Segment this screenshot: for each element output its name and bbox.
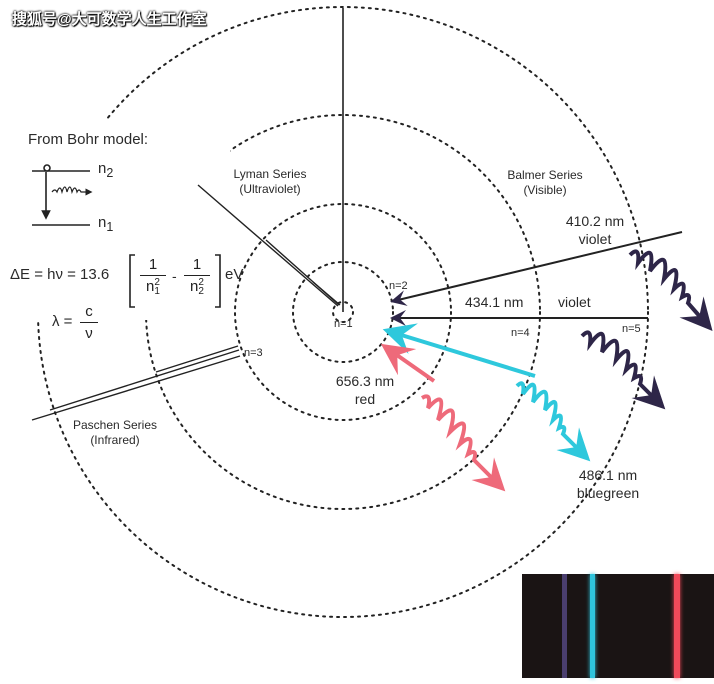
orbit-n1 <box>332 301 354 323</box>
spectrum-line-violet <box>562 574 567 678</box>
level-n4-label: n=4 <box>511 327 530 339</box>
level-n2-label: n=2 <box>389 280 408 292</box>
orbit-n3 <box>234 203 452 421</box>
photon-wave-656nm <box>420 394 506 492</box>
bohr-level-diagram <box>32 164 93 226</box>
right-bracket <box>215 254 221 308</box>
lambda-left: λ = <box>52 313 73 330</box>
hydrogen-emission-spectrum <box>522 574 714 678</box>
level-n1-label: n=1 <box>334 318 353 330</box>
photon-wave-486nm <box>515 381 591 462</box>
upper-level-label: n2 <box>98 160 114 180</box>
level-n5-label: n=5 <box>622 323 641 335</box>
spectrum-line-cyan <box>590 574 595 678</box>
watermark: 搜狐号@大可数学人生工作室 <box>12 11 207 28</box>
photon-wave-410nm <box>628 249 713 332</box>
formula-backdrop <box>15 120 230 320</box>
lyman-transition-lines <box>197 184 341 307</box>
level-n3-label: n=3 <box>244 347 263 359</box>
paschen-transition-lines <box>31 345 241 421</box>
minus-sign: - <box>172 268 177 284</box>
balmer-series-label: Balmer Series(Visible) <box>507 168 583 197</box>
unit-ev: eV <box>225 266 244 283</box>
bohr-heading: From Bohr model: <box>28 131 149 148</box>
line-label-434nm-wavelength: 434.1 nm <box>465 294 524 310</box>
line-label-434nm-color: violet <box>558 294 591 310</box>
arrow-486nm <box>382 323 536 378</box>
paschen-series-label: Paschen Series(Infrared) <box>72 418 158 447</box>
arrow-410nm <box>390 231 683 306</box>
arrow-656nm <box>380 343 436 383</box>
spectrum-line-red <box>674 574 680 678</box>
left-bracket <box>129 254 135 308</box>
orbit-n5 <box>37 6 649 618</box>
energy-equation-left: ΔE = hν = 13.6 <box>10 266 110 283</box>
lower-level-label: n1 <box>98 214 114 234</box>
lyman-series-label: Lyman Series(Ultraviolet) <box>233 167 307 196</box>
photon-wave-434nm <box>580 330 666 410</box>
